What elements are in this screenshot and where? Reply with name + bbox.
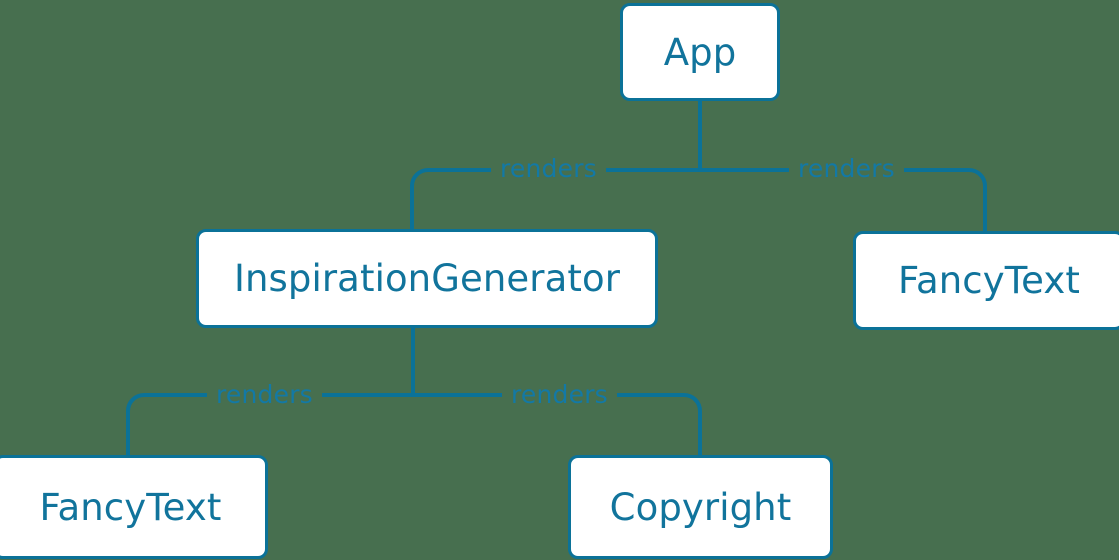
- node-copyright[interactable]: Copyright: [568, 455, 833, 559]
- node-app-label: App: [663, 30, 737, 74]
- edge-label-app-to-inspirationgenerator: renders: [491, 156, 606, 181]
- node-fancytext-left-label: FancyText: [39, 485, 222, 529]
- edge-label-app-to-fancytext-right: renders: [789, 156, 904, 181]
- node-fancytext-left[interactable]: FancyText: [0, 455, 268, 559]
- node-app[interactable]: App: [620, 3, 780, 101]
- node-inspirationgenerator[interactable]: InspirationGenerator: [196, 229, 658, 328]
- node-fancytext-right[interactable]: FancyText: [853, 231, 1119, 330]
- node-inspirationgenerator-label: InspirationGenerator: [233, 257, 621, 300]
- node-fancytext-right-label: FancyText: [898, 259, 1080, 302]
- node-copyright-label: Copyright: [609, 485, 792, 529]
- edge-label-inspirationgenerator-to-copyright: renders: [502, 382, 617, 407]
- edge-label-inspirationgenerator-to-fancytext-left: renders: [207, 382, 322, 407]
